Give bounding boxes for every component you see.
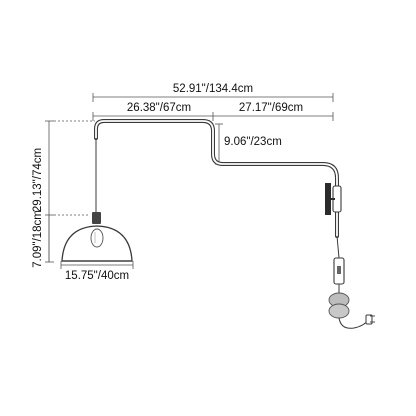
cord-tail [338, 317, 369, 329]
arm-left-width-label: 26.38"/67cm [127, 102, 191, 114]
arm-tube-inner [95, 120, 338, 237]
switch-button [337, 266, 341, 274]
wall-mount [325, 183, 342, 215]
cord-upper [336, 235, 340, 259]
bulb [90, 228, 104, 248]
shade-dome [61, 225, 133, 262]
lamp-arm [94, 119, 339, 238]
arm-right-width-label: 27.17"/69cm [239, 102, 303, 114]
bulb-socket [92, 212, 101, 224]
shade-height-label: 7.09"/18cm [32, 210, 44, 268]
lamp-shade [61, 212, 133, 262]
power-cord [328, 235, 375, 329]
total-height-label: 29.13"/74cm [32, 148, 44, 212]
wall-bracket [325, 183, 331, 215]
cord-coil-2 [328, 303, 350, 319]
dimension-lines [45, 93, 334, 269]
total-width-label: 52.91"/134.4cm [173, 83, 253, 95]
arm-drop-label: 9.06"/23cm [224, 136, 282, 148]
arm-tube-outer [94, 119, 339, 238]
shade-diameter-label: 15.75"/40cm [65, 270, 129, 282]
